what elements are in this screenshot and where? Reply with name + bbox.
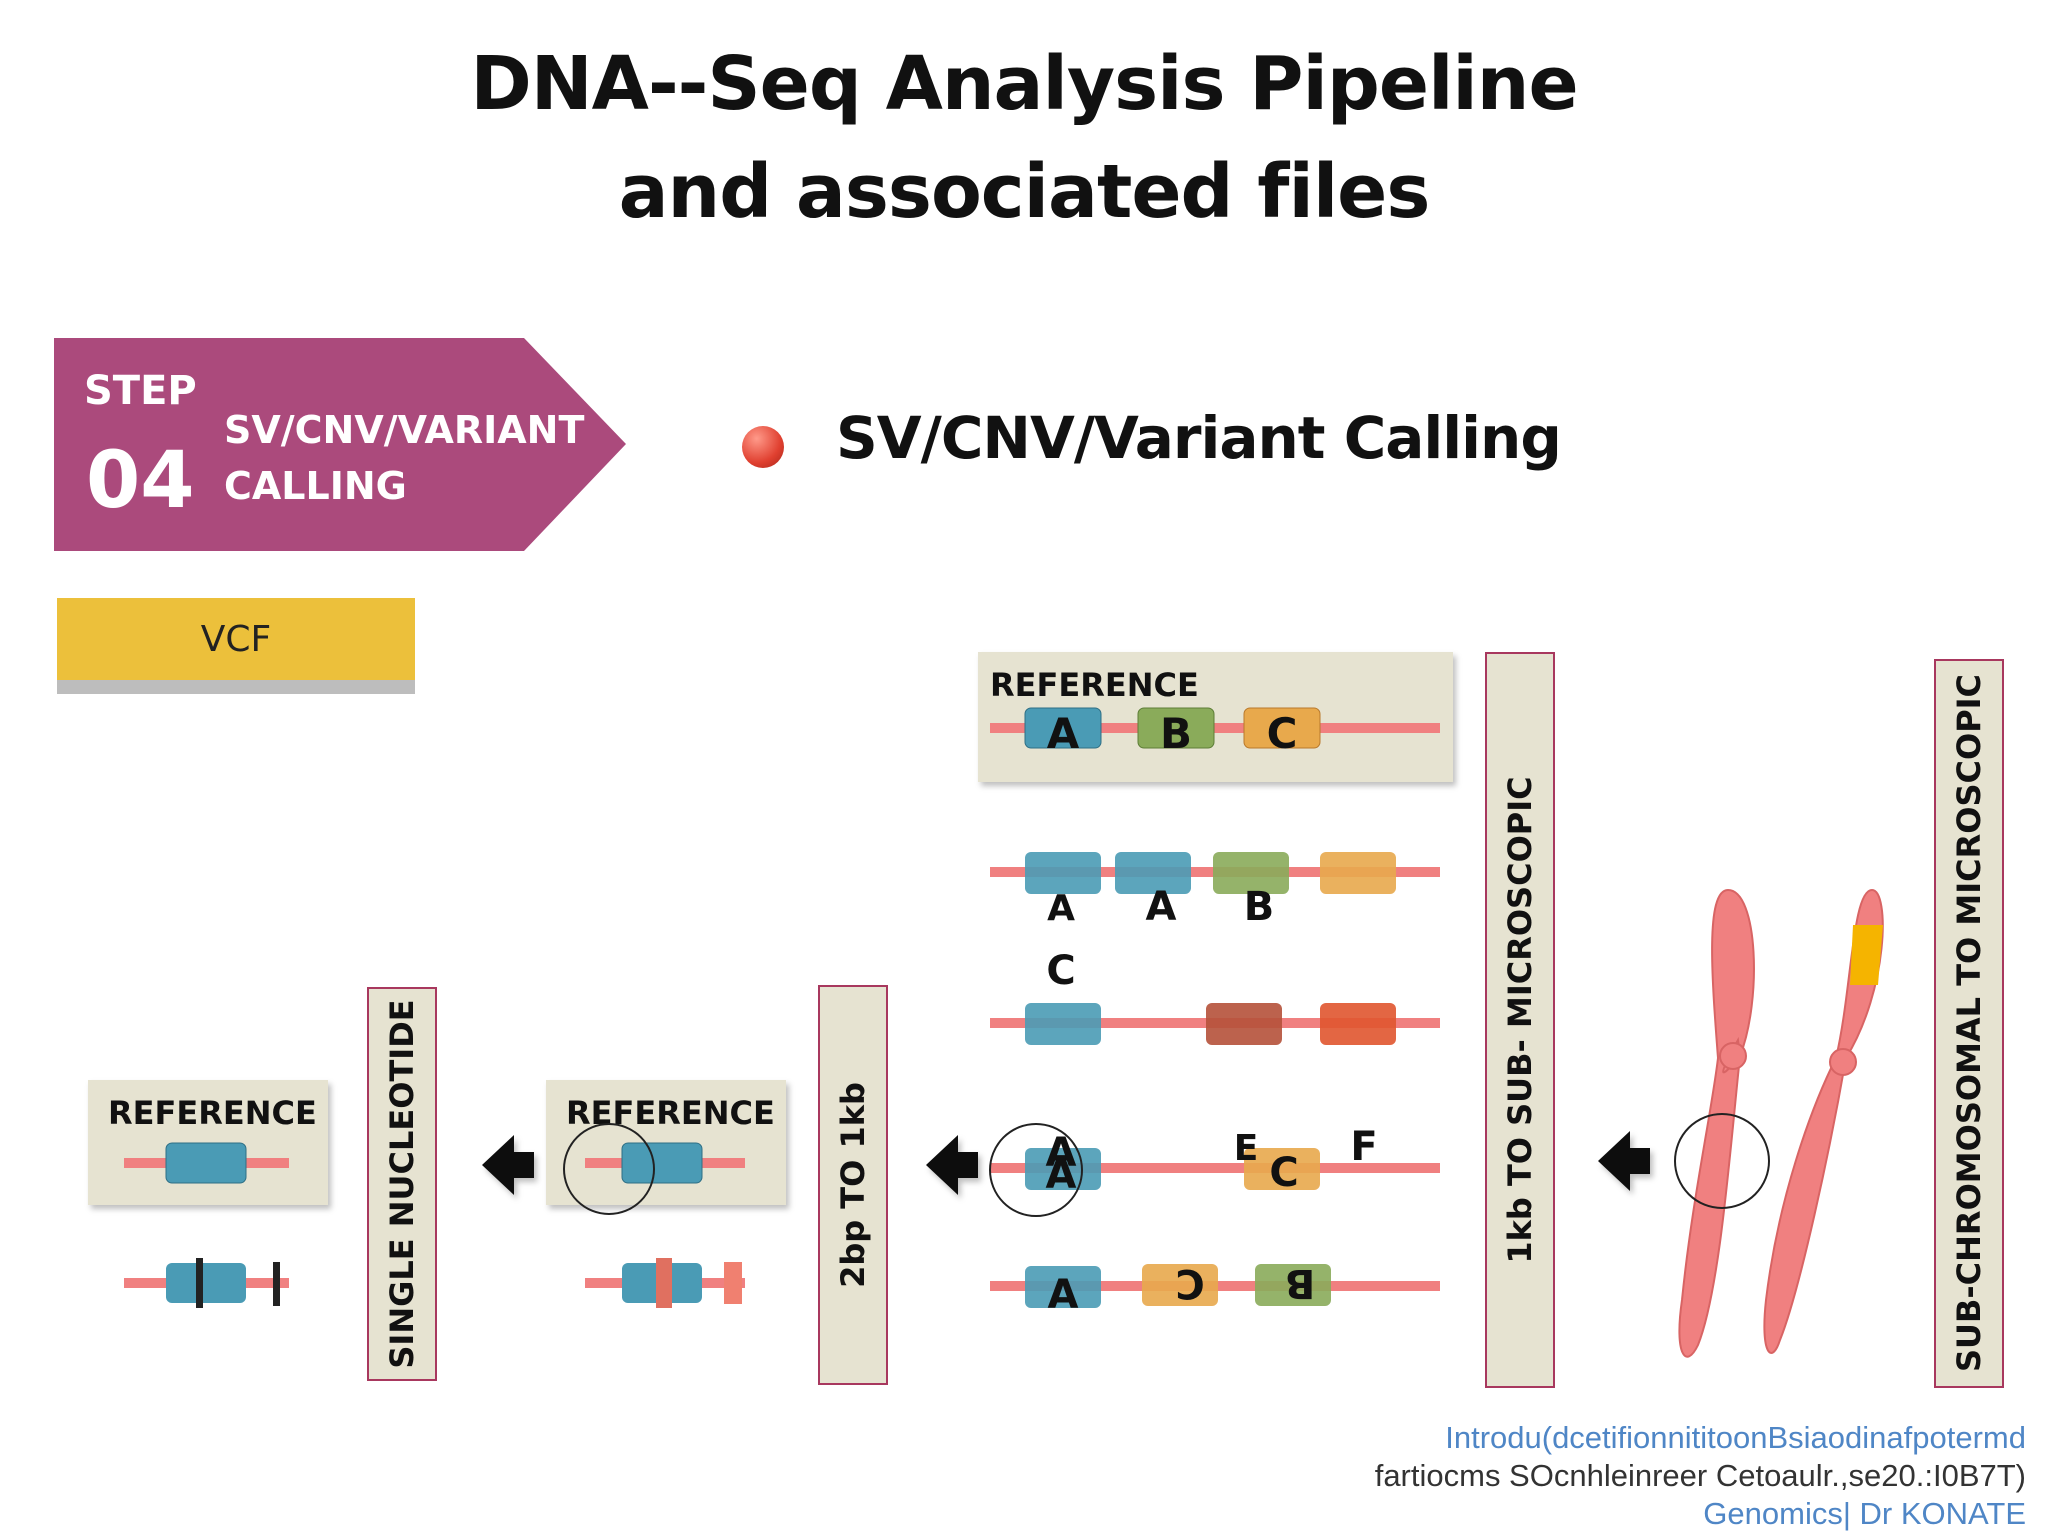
footer-line-3: Genomics| Dr KONATE bbox=[1703, 1496, 2026, 1531]
gene-block-b bbox=[1137, 707, 1215, 749]
gene-label: A bbox=[1048, 1272, 1079, 1318]
arrow-left-icon bbox=[1598, 1131, 1650, 1191]
gene-block-a bbox=[1115, 852, 1191, 894]
highlight-circle bbox=[989, 1123, 1083, 1217]
gene-block-e bbox=[1320, 1003, 1396, 1045]
scale-label-box bbox=[1485, 652, 1555, 1388]
reference-label-snp: REFERENCE bbox=[108, 1094, 317, 1132]
chromosome-line bbox=[990, 723, 1440, 733]
gene-block-b bbox=[1255, 1264, 1331, 1306]
bullet-dot-icon bbox=[742, 426, 784, 468]
chromosome-left bbox=[1678, 888, 1755, 1358]
gene-block-c bbox=[1244, 1148, 1320, 1190]
step-label-line-1: SV/CNV/VARIANT bbox=[224, 408, 585, 452]
title-line-1: DNA--Seq Analysis Pipeline bbox=[470, 41, 1578, 127]
gene-label: A bbox=[1047, 888, 1075, 929]
gene-label: C bbox=[1267, 709, 1298, 758]
gene-block-a bbox=[1025, 1003, 1101, 1045]
step-label-line-2: CALLING bbox=[224, 464, 407, 508]
step-label: SV/CNV/VARIANT CALLING bbox=[224, 402, 584, 514]
scale-label-small: 2bp TO 1kb bbox=[834, 1082, 872, 1288]
title-line-2: and associated files bbox=[618, 149, 1431, 235]
gene-block-b bbox=[1213, 852, 1289, 894]
slide-title: DNA--Seq Analysis Pipeline and associate… bbox=[0, 30, 2048, 246]
gene-block-a bbox=[1025, 1266, 1101, 1308]
footer-line-1: Introdu(dcetifionnititoonBsiaodinafpoter… bbox=[1445, 1420, 2026, 1455]
bullet-heading: SV/CNV/Variant Calling bbox=[836, 404, 1562, 472]
scale-label-box bbox=[818, 985, 888, 1385]
indel-mark bbox=[656, 1258, 672, 1308]
snp-mark bbox=[273, 1262, 280, 1306]
highlight-circle bbox=[1674, 1113, 1770, 1209]
gene-block-a bbox=[1024, 707, 1102, 749]
step-number: 04 bbox=[86, 436, 195, 526]
gene-label: A bbox=[1047, 709, 1080, 758]
gene-label: F bbox=[1350, 1124, 1377, 1170]
chromosome-right bbox=[1763, 888, 1884, 1354]
step-badge bbox=[54, 338, 626, 551]
gene-label-inverted: C bbox=[1175, 1260, 1204, 1306]
snp-mark bbox=[196, 1258, 203, 1308]
scale-label-submicroscopic: 1kb TO SUB- MICROSCOPIC bbox=[1501, 776, 1539, 1263]
chromosome-line bbox=[990, 1163, 1440, 1173]
footer-line-2: fartiocms SOcnhleinreer Cetoaulr.,se20.:… bbox=[1374, 1458, 2026, 1493]
gene-label: A bbox=[1046, 1152, 1077, 1198]
arrow-left-icon bbox=[482, 1135, 534, 1195]
gene-label: A bbox=[1046, 1130, 1077, 1176]
gene-label: B bbox=[1160, 709, 1192, 758]
vcf-file-badge: VCF bbox=[57, 598, 415, 680]
scale-label-box bbox=[367, 987, 437, 1381]
gene-block-c bbox=[1243, 707, 1321, 749]
indel-mark bbox=[724, 1262, 742, 1304]
arrow-left-icon bbox=[926, 1135, 978, 1195]
gene-block bbox=[166, 1263, 246, 1303]
gene-label: C bbox=[1046, 948, 1075, 994]
gene-block-d bbox=[1206, 1003, 1282, 1045]
gene-label: B bbox=[1244, 884, 1275, 930]
gene-block-c bbox=[1142, 1264, 1218, 1306]
scale-label-box bbox=[1934, 659, 2004, 1388]
reference-label-top: REFERENCE bbox=[990, 666, 1199, 704]
gene-label-inverted: B bbox=[1285, 1260, 1316, 1306]
gene-label: A bbox=[1146, 884, 1177, 930]
gene-block bbox=[165, 1142, 247, 1184]
gene-label: E bbox=[1234, 1128, 1259, 1169]
gene-block-a bbox=[1025, 852, 1101, 894]
scale-label-chromosomal: SUB-CHROMOSOMAL TO MICROSCOPIC bbox=[1950, 674, 1988, 1372]
scale-label-single: SINGLE NUCLEOTIDE bbox=[383, 999, 421, 1368]
highlight-circle bbox=[563, 1123, 655, 1215]
gene-block bbox=[621, 1142, 703, 1184]
gene-label: C bbox=[1269, 1150, 1298, 1196]
step-word: STEP bbox=[84, 368, 197, 414]
gene-block-c bbox=[1320, 852, 1396, 894]
